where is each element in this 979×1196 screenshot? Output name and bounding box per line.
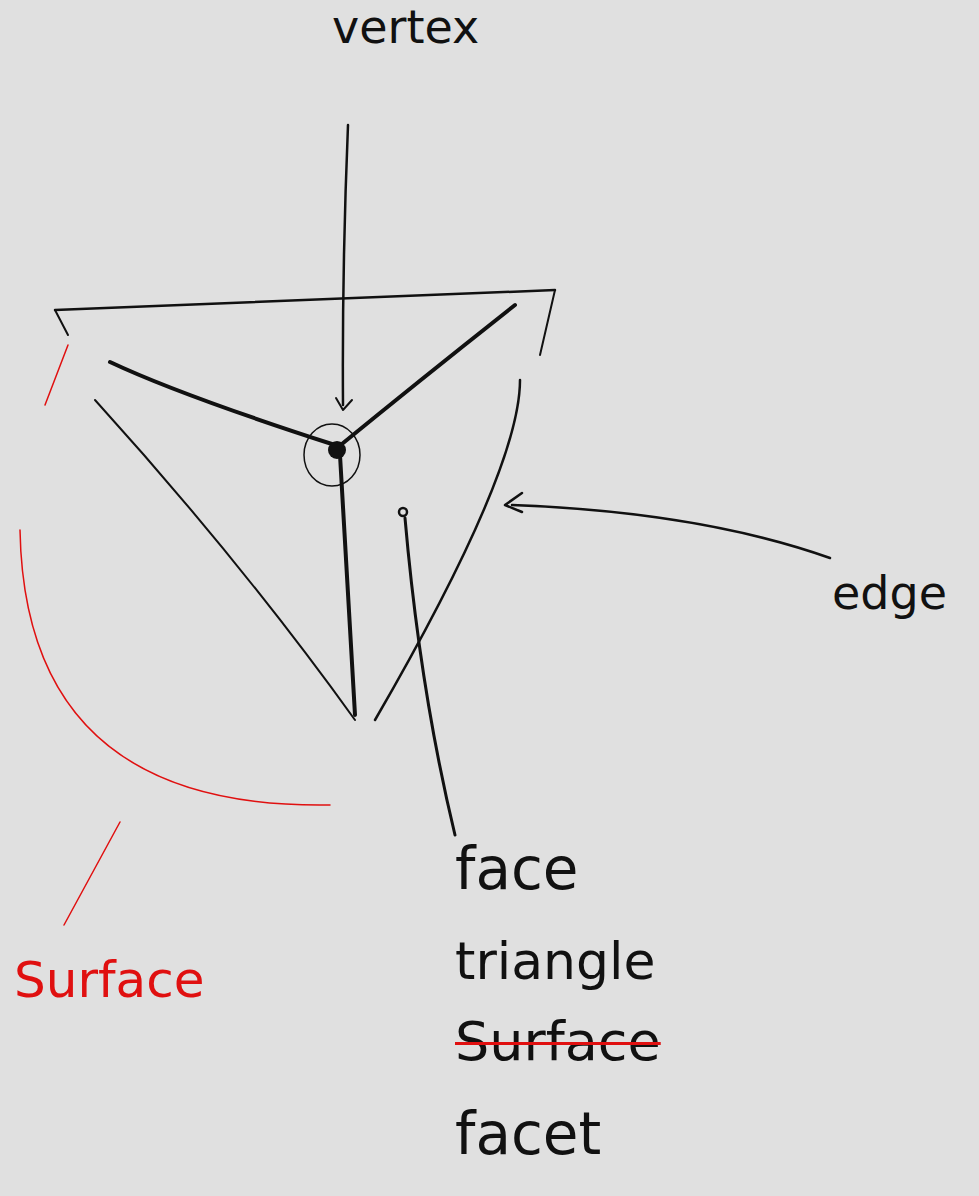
vertex-ring [304, 424, 360, 486]
surface-outline [20, 530, 330, 805]
vertex-dot [328, 441, 346, 459]
outer-edge [55, 310, 68, 335]
term-label: edge [832, 570, 947, 616]
leader-line [405, 518, 455, 835]
surface-outline [45, 345, 68, 405]
outer-edge [540, 290, 555, 355]
leader-line [343, 125, 348, 405]
mesh-edge [95, 400, 355, 720]
leader-line [64, 822, 120, 925]
surface-label: Surface [14, 955, 204, 1005]
mesh-edge [375, 380, 520, 720]
struck-term-label: Surface [455, 1015, 661, 1069]
term-label: facet [455, 1105, 601, 1163]
leader-line [512, 505, 830, 558]
mesh-edge [340, 455, 355, 715]
mesh-edge [337, 305, 515, 448]
outer-edge [55, 290, 555, 310]
mesh-edge [110, 362, 335, 445]
term-label: face [455, 840, 579, 898]
arrowhead [505, 493, 522, 512]
arrowhead [336, 398, 352, 410]
term-label: triangle [455, 935, 655, 987]
term-label: vertex [332, 4, 479, 50]
face-dot [399, 508, 407, 516]
